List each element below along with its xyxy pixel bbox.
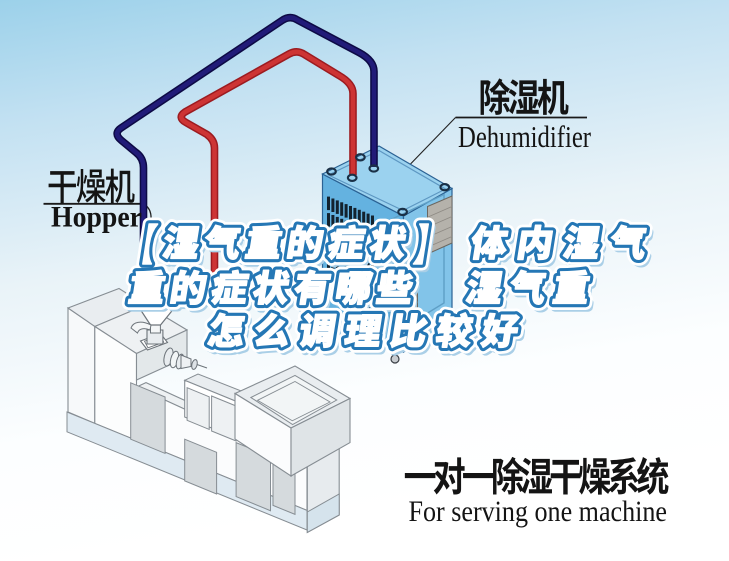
svg-text:For serving one machine: For serving one machine [409, 495, 668, 528]
svg-text:Dehumidifier: Dehumidifier [458, 119, 592, 154]
svg-text:Hopper: Hopper [51, 201, 142, 234]
